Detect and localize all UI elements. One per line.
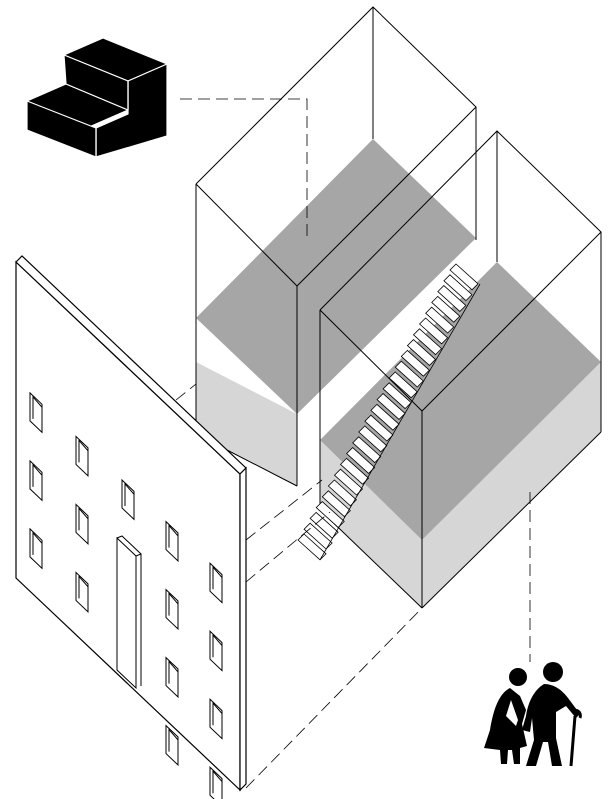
stairs-icon-leader — [180, 99, 307, 236]
stairs-icon — [27, 38, 167, 157]
cane — [571, 716, 575, 766]
facade-window — [166, 726, 178, 765]
woman-body — [484, 688, 527, 764]
man-head — [543, 662, 563, 682]
woman-head — [509, 668, 527, 686]
elderly-couple-icon — [484, 662, 580, 766]
